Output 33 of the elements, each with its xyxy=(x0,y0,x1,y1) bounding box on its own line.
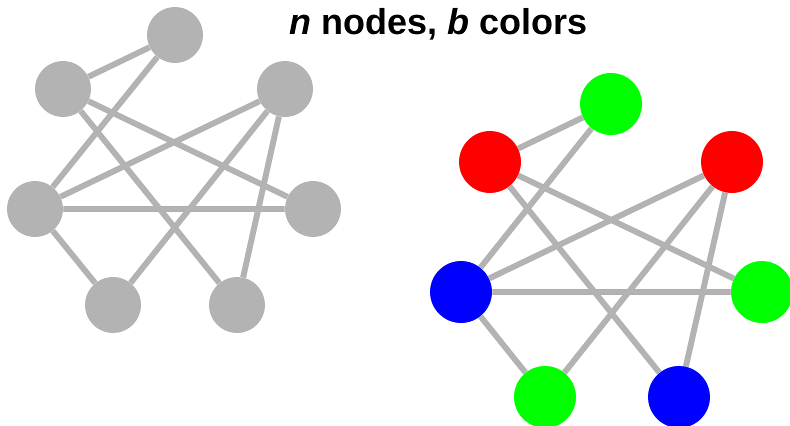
edge-line xyxy=(492,289,731,295)
graph-node xyxy=(701,131,763,193)
edge-line xyxy=(478,314,528,375)
edge-line xyxy=(63,206,285,212)
edge-line xyxy=(562,184,715,374)
edge-line xyxy=(87,98,289,200)
edge-line xyxy=(516,114,584,152)
graph-node xyxy=(731,261,790,323)
edge-line xyxy=(50,55,160,189)
edge-line xyxy=(78,109,222,285)
graph-node xyxy=(580,73,642,135)
edge-line xyxy=(488,172,706,282)
graph-node xyxy=(430,261,492,323)
edge-line xyxy=(478,126,594,270)
title: n nodes, b colors xyxy=(290,8,586,40)
graph-node xyxy=(209,277,265,333)
graph-node xyxy=(147,7,203,63)
graph-node xyxy=(7,181,63,237)
edge-line xyxy=(682,192,728,368)
graph-node xyxy=(648,366,710,426)
edge-line xyxy=(128,109,270,285)
graph-node xyxy=(285,181,341,237)
edge-line xyxy=(87,44,151,80)
edge-line xyxy=(516,172,736,282)
graph-node xyxy=(257,61,313,117)
graph-node xyxy=(459,131,521,193)
edge-line xyxy=(507,184,662,375)
graph-node xyxy=(514,366,576,426)
edge-line xyxy=(240,116,282,278)
graph-node xyxy=(85,277,141,333)
graph-node xyxy=(35,61,91,117)
edge-line xyxy=(50,229,98,286)
edge-line xyxy=(59,98,261,200)
